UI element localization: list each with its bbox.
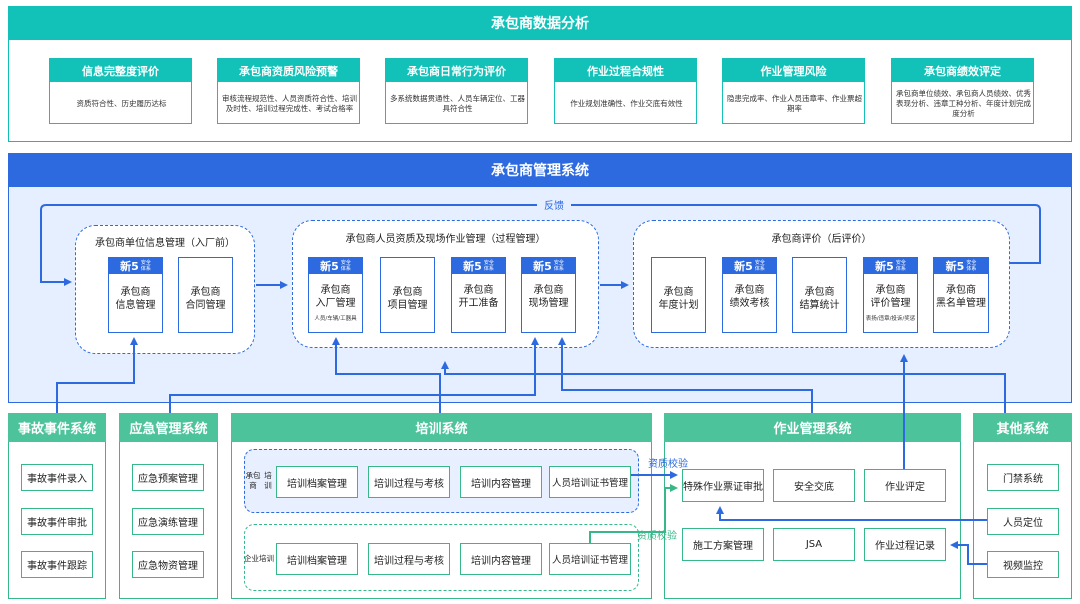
work-link	[558, 337, 813, 413]
enterprise-training-process-button[interactable]: 培训过程与考核	[368, 543, 450, 575]
accident-approval-button[interactable]: 事故事件审批	[21, 508, 93, 535]
other-link	[441, 361, 1006, 413]
other-system-title: 其他系统	[973, 413, 1072, 442]
verify-label-2: 资质校验	[637, 530, 677, 542]
metric-card-desc: 作业规划准确性、作业交底有效性	[570, 98, 683, 108]
metric-card-title: 作业管理风险	[723, 59, 864, 82]
metric-card-desc: 审核流程规范性、人员资质符合性、培训及时性、培训过程完成性、考试合格率	[222, 93, 357, 113]
access-control-button[interactable]: 门禁系统	[987, 464, 1059, 491]
training-link	[332, 337, 441, 413]
module-label: 承包商开工准备	[458, 285, 499, 309]
emergency-supplies-button[interactable]: 应急物资管理	[132, 551, 204, 578]
metric-card-title: 信息完整度评价	[50, 59, 191, 82]
metric-card-process-compliance[interactable]: 作业过程合规性 作业规划准确性、作业交底有效性	[554, 58, 697, 124]
accident-link	[56, 337, 138, 413]
emergency-system-title: 应急管理系统	[119, 413, 218, 442]
metric-card-desc: 隐患完成率、作业人员违章率、作业票超期率	[727, 93, 862, 113]
module-label: 承包商信息管理	[115, 287, 156, 311]
metric-card-title: 承包商绩效评定	[892, 59, 1033, 82]
module-label: 承包商黑名单管理	[936, 285, 986, 309]
personnel-location-button[interactable]: 人员定位	[987, 508, 1059, 535]
metric-card-desc: 承包商单位绩效、承包商人员绩效、优秀表现分析、违章工种分析、年度计划完成度分析	[896, 88, 1031, 118]
emergency-drill-button[interactable]: 应急演练管理	[132, 508, 204, 535]
video-link	[950, 541, 987, 565]
module-sublabel: 表扬/违章/投诉/奖惩	[865, 316, 916, 322]
contractor-training-process-button[interactable]: 培训过程与考核	[368, 466, 450, 498]
enterprise-training-label: 企业培训	[244, 554, 274, 563]
work-system-title: 作业管理系统	[664, 413, 961, 442]
module-label: 承包商结算统计	[799, 287, 840, 311]
metric-card-work-risk[interactable]: 作业管理风险 隐患完成率、作业人员违章率、作业票超期率	[722, 58, 865, 124]
metric-card-performance[interactable]: 承包商绩效评定 承包商单位绩效、承包商人员绩效、优秀表现分析、违章工种分析、年度…	[891, 58, 1034, 124]
feedback-label: 反馈	[537, 196, 571, 212]
work-system-panel	[664, 413, 961, 599]
module-settlement-statistics[interactable]: 承包商结算统计	[792, 257, 847, 333]
metric-card-title: 承包商日常行为评价	[386, 59, 527, 82]
group-title: 承包商评价（后评价）	[771, 233, 872, 245]
module-label: 承包商现场管理	[528, 285, 569, 309]
emergency-plan-button[interactable]: 应急预案管理	[132, 464, 204, 491]
work-process-record-button[interactable]: 作业过程记录	[864, 528, 946, 561]
training-system-title: 培训系统	[231, 413, 652, 442]
contractor-training-content-button[interactable]: 培训内容管理	[460, 466, 542, 498]
verify-label-1: 资质校验	[648, 458, 688, 470]
metric-card-daily-behavior[interactable]: 承包商日常行为评价 多系统数据贯通性、人员车辆定位、工器具符合性	[385, 58, 528, 124]
metric-card-qualification-risk[interactable]: 承包商资质风险预警 审核流程规范性、人员资质符合性、培训及时性、培训过程完成性、…	[217, 58, 360, 124]
module-label: 承包商评价管理	[870, 285, 911, 309]
module-label: 承包商合同管理	[185, 287, 226, 311]
metric-card-title: 作业过程合规性	[555, 59, 696, 82]
group-title: 承包商人员资质及现场作业管理（过程管理）	[345, 233, 546, 245]
module-label: 承包商项目管理	[387, 287, 428, 311]
accident-entry-button[interactable]: 事故事件录入	[21, 464, 93, 491]
enterprise-training-archive-button[interactable]: 培训档案管理	[276, 543, 358, 575]
metric-card-desc: 资质符合性、历史履历达标	[76, 98, 167, 108]
verify-link-2	[589, 484, 678, 543]
enterprise-training-certificate-button[interactable]: 人员培训证书管理	[549, 543, 631, 575]
enterprise-training-content-button[interactable]: 培训内容管理	[460, 543, 542, 575]
accident-tracking-button[interactable]: 事故事件跟踪	[21, 551, 93, 578]
special-work-permit-button[interactable]: 特殊作业票证审批	[682, 469, 764, 502]
safety-briefing-button[interactable]: 安全交底	[773, 469, 855, 502]
management-title: 承包商管理系统	[8, 153, 1072, 187]
video-monitoring-button[interactable]: 视频监控	[987, 551, 1059, 578]
jsa-button[interactable]: JSA	[773, 528, 855, 561]
emergency-link	[169, 337, 539, 413]
module-label: 承包商绩效考核	[729, 285, 770, 309]
group-title: 承包商单位信息管理（入厂前）	[95, 237, 235, 249]
module-label: 承包商入厂管理	[315, 285, 356, 309]
construction-plan-button[interactable]: 施工方案管理	[682, 528, 764, 561]
work-evaluation-button[interactable]: 作业评定	[864, 469, 946, 502]
location-link	[716, 506, 987, 521]
metric-card-title: 承包商资质风险预警	[218, 59, 359, 82]
contractor-training-archive-button[interactable]: 培训档案管理	[276, 466, 358, 498]
metric-card-info-completeness[interactable]: 信息完整度评价 资质符合性、历史履历达标	[49, 58, 192, 124]
feedback-arrow	[40, 204, 1041, 286]
module-contract-management[interactable]: 承包商合同管理	[178, 257, 233, 333]
module-sublabel: 人员/车辆/工器具	[314, 316, 357, 322]
analysis-title: 承包商数据分析	[8, 6, 1072, 40]
module-label: 承包商年度计划	[658, 287, 699, 311]
accident-system-title: 事故事件系统	[8, 413, 106, 442]
module-annual-plan[interactable]: 承包商年度计划	[651, 257, 706, 333]
metric-card-desc: 多系统数据贯通性、人员车辆定位、工器具符合性	[390, 93, 525, 113]
contractor-training-certificate-button[interactable]: 人员培训证书管理	[549, 466, 631, 498]
contractor-training-label: 承包商培训	[245, 471, 272, 490]
module-project-management[interactable]: 承包商项目管理	[380, 257, 435, 333]
